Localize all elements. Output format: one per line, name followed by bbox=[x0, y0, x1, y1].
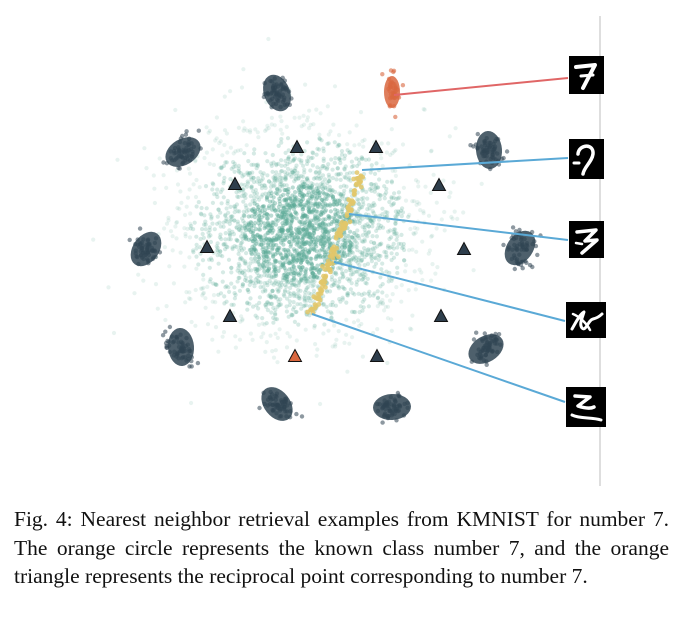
thumbnail-neighbor-wave bbox=[566, 387, 606, 427]
thumbnail-known-7 bbox=[569, 56, 604, 94]
unknown-sample-cloud bbox=[91, 36, 484, 407]
reciprocal-point-10 bbox=[369, 348, 385, 362]
reciprocal-point-8 bbox=[433, 308, 449, 322]
thumbnail-neighbor-hook bbox=[569, 139, 604, 179]
known-cluster-1 bbox=[261, 74, 294, 112]
connector-neighbor-2 bbox=[348, 213, 569, 241]
thumbnail-neighbor-scribble bbox=[566, 302, 606, 338]
connector-neighbor-1 bbox=[361, 157, 569, 171]
retrieval-connectors bbox=[311, 77, 569, 403]
known-class-clusters bbox=[127, 68, 543, 425]
connector-neighbor-4 bbox=[311, 313, 566, 403]
thumbnail-neighbor-z bbox=[569, 221, 604, 258]
scatter-figure bbox=[91, 16, 606, 486]
figure-caption: Fig. 4: Nearest neighbor retrieval examp… bbox=[14, 507, 669, 588]
known-cluster-2 bbox=[161, 128, 203, 171]
known-class-7-cluster bbox=[380, 68, 406, 120]
reciprocal-point-5 bbox=[199, 239, 215, 253]
known-cluster-8 bbox=[501, 225, 543, 272]
reciprocal-point-7 bbox=[287, 348, 303, 362]
reciprocal-points bbox=[199, 139, 472, 362]
known-cluster-7 bbox=[468, 330, 504, 367]
reciprocal-point-3 bbox=[227, 176, 243, 190]
connector-known-7 bbox=[393, 77, 569, 96]
connector-neighbor-3 bbox=[333, 261, 566, 322]
known-cluster-6 bbox=[373, 390, 411, 425]
known-cluster-3 bbox=[127, 226, 163, 267]
reciprocal-point-2 bbox=[368, 139, 384, 153]
known-cluster-4 bbox=[160, 324, 201, 369]
reciprocal-point-1 bbox=[289, 139, 305, 153]
retrieved-sample-strip bbox=[305, 170, 366, 316]
reciprocal-point-6 bbox=[456, 241, 472, 255]
known-cluster-9 bbox=[468, 131, 510, 172]
reciprocal-point-7 bbox=[222, 308, 238, 322]
reciprocal-point-4 bbox=[431, 177, 447, 191]
retrieved-thumbnails bbox=[566, 56, 606, 427]
known-cluster-5 bbox=[257, 387, 305, 421]
